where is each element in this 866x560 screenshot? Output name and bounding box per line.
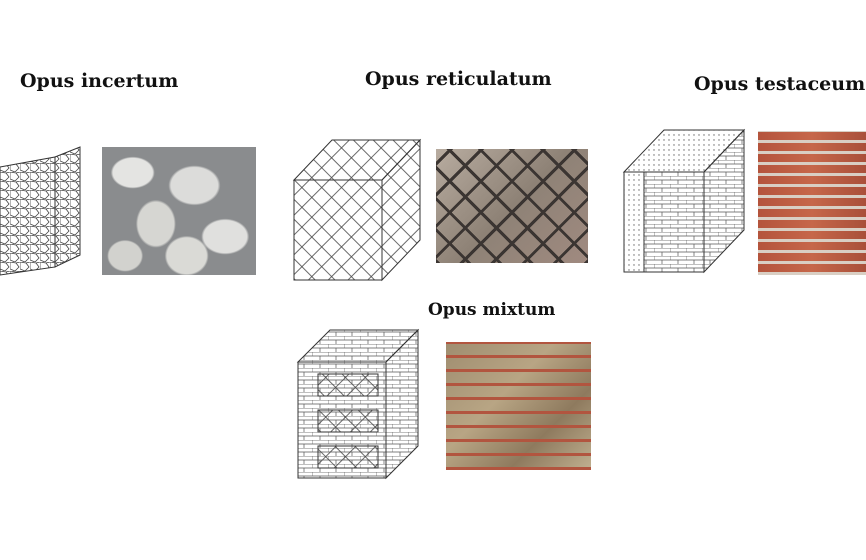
mixtum-drawing xyxy=(296,328,420,480)
section-title-mixtum: Opus mixtum xyxy=(428,300,556,320)
reticulatum-photo xyxy=(436,149,588,263)
mixtum-photo xyxy=(446,342,591,470)
testaceum-photo xyxy=(758,131,866,275)
section-title-testaceum: Opus testaceum xyxy=(694,73,866,95)
incertum-photo xyxy=(102,147,256,275)
section-title-reticulatum: Opus reticulatum xyxy=(365,68,552,90)
reticulatum-drawing xyxy=(292,138,422,282)
section-title-incertum: Opus incertum xyxy=(20,70,179,92)
testaceum-drawing xyxy=(622,128,746,274)
incertum-drawing xyxy=(0,145,81,276)
